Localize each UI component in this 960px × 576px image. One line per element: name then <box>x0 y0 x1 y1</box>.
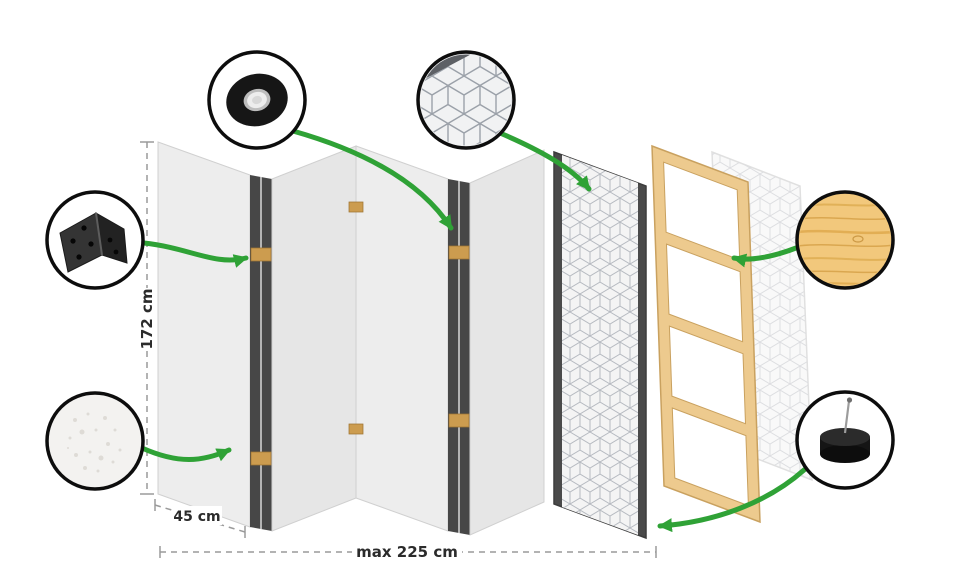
panel-1 <box>157 141 251 528</box>
frame-opening <box>668 325 747 425</box>
hinge-connector <box>348 423 364 435</box>
hinge-icon <box>59 212 128 273</box>
frame-opening <box>665 243 744 343</box>
callout-tape <box>207 50 307 150</box>
tape-roll-icon <box>226 73 288 127</box>
arrow-pattern-to-panel <box>497 130 592 192</box>
callout-fabric <box>45 391 145 491</box>
arrow-felt-to-base <box>657 467 807 533</box>
felt-pad-icon <box>820 397 870 463</box>
pattern-texture-icon <box>420 54 512 146</box>
arrow-wood-to-frame <box>731 245 799 268</box>
dimension-panel-width: 45 cm <box>154 499 246 538</box>
dimension-total-width: max 225 cm <box>159 542 657 561</box>
arrow-tape-to-fold <box>290 128 454 231</box>
callout-circle <box>795 190 895 290</box>
dimension-height-label: 172 cm <box>138 288 156 349</box>
hinge-connector <box>348 201 364 213</box>
callout-circle <box>45 391 145 491</box>
arrow-hinge-to-fold <box>141 240 249 268</box>
callout-pattern <box>416 50 516 150</box>
hinge-connector <box>448 413 470 428</box>
panel-2 <box>271 145 357 532</box>
callout-hinge <box>45 190 145 290</box>
hinge-connector <box>250 247 272 262</box>
callout-wood <box>795 190 895 290</box>
wooden-frame <box>651 144 761 524</box>
arrow-fabric-to-panel <box>139 445 232 462</box>
dimension-total-width-label: max 225 cm <box>356 543 458 561</box>
patterned-panel <box>553 150 647 540</box>
callout-arrows <box>139 128 807 533</box>
hinge-connector <box>448 245 470 260</box>
hinge-connector <box>250 451 272 466</box>
dimension-height: 172 cm <box>138 141 156 495</box>
room-divider <box>157 141 545 536</box>
dimension-panel-width-label: 45 cm <box>173 509 220 525</box>
fabric-texture-icon <box>67 412 122 473</box>
callout-felt <box>795 390 895 490</box>
panel-4 <box>469 149 545 536</box>
